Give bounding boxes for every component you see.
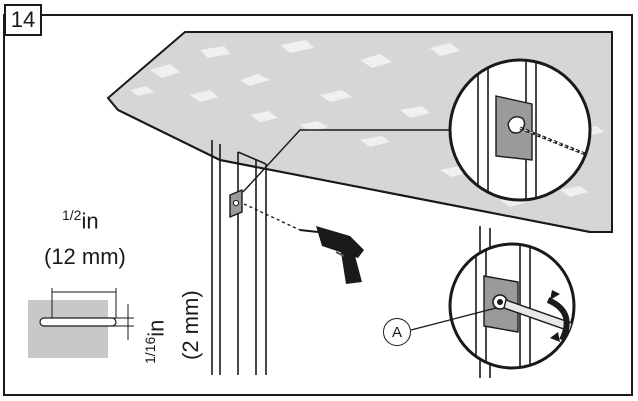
illustration-frame [3,14,633,396]
step-number: 14 [4,4,42,36]
mounting-bracket [229,188,243,219]
step-number-text: 14 [10,7,36,32]
slot-width-imperial: 1/2in [62,208,99,232]
slot-depth-fraction: 1/16 [142,336,158,364]
slot-depth-metric: (2 mm) [178,290,203,360]
detail-circle-screw [448,242,576,370]
cabinet-side-panel [211,140,267,375]
slot-cross-section [28,288,134,358]
callout-a: A [383,318,411,346]
slot-width-fraction: 1/2 [62,207,82,223]
power-drill-icon [299,226,364,284]
slot-width-metric: (12 mm) [44,244,126,269]
leader-line-a [410,307,497,331]
slot-depth-imperial: 1/16in [142,319,169,364]
leader-line-detail [242,129,460,193]
slot-depth-unit: in [143,319,169,337]
callout-a-label: A [391,323,402,341]
slot-width-unit: in [81,208,99,234]
drill-path [243,203,301,231]
detail-circle-drilling [448,58,592,202]
